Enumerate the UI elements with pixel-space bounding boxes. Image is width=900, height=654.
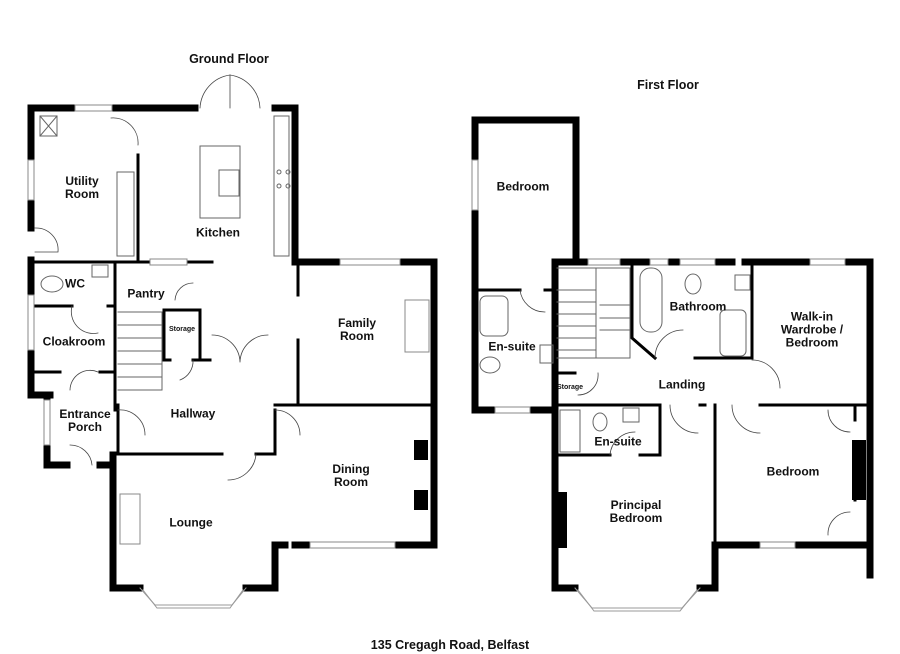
address-caption: 135 Cregagh Road, Belfast: [370, 638, 530, 652]
room-ensuite-rear: En-suite: [488, 339, 536, 354]
room-bathroom: Bathroom: [669, 299, 727, 314]
room-pantry: Pantry: [127, 286, 165, 301]
room-utility: Utility Room: [65, 174, 99, 201]
room-entrance-porch: Entrance Porch: [59, 407, 111, 434]
room-cloakroom: Cloakroom: [42, 334, 106, 349]
room-landing: Landing: [658, 377, 706, 392]
room-hallway: Hallway: [170, 406, 216, 421]
room-bedroom-front: Bedroom: [766, 464, 820, 479]
room-principal-bedroom: Principal Bedroom: [609, 498, 663, 525]
room-dining: Dining Room: [332, 462, 370, 489]
room-wc: WC: [65, 276, 85, 291]
ground-floor-title: Ground Floor: [189, 52, 269, 66]
room-ensuite-principal: En-suite: [594, 434, 642, 449]
room-bedroom-rear: Bedroom: [496, 179, 550, 194]
first-floor-title: First Floor: [637, 78, 699, 92]
room-storage: Storage: [168, 326, 196, 333]
room-walk-in-wardrobe: Walk-in Wardrobe / Bedroom: [780, 309, 844, 350]
room-family: Family Room: [337, 316, 377, 343]
room-lounge: Lounge: [169, 515, 213, 530]
room-kitchen: Kitchen: [195, 225, 241, 240]
room-storage-landing: Storage: [556, 384, 584, 391]
